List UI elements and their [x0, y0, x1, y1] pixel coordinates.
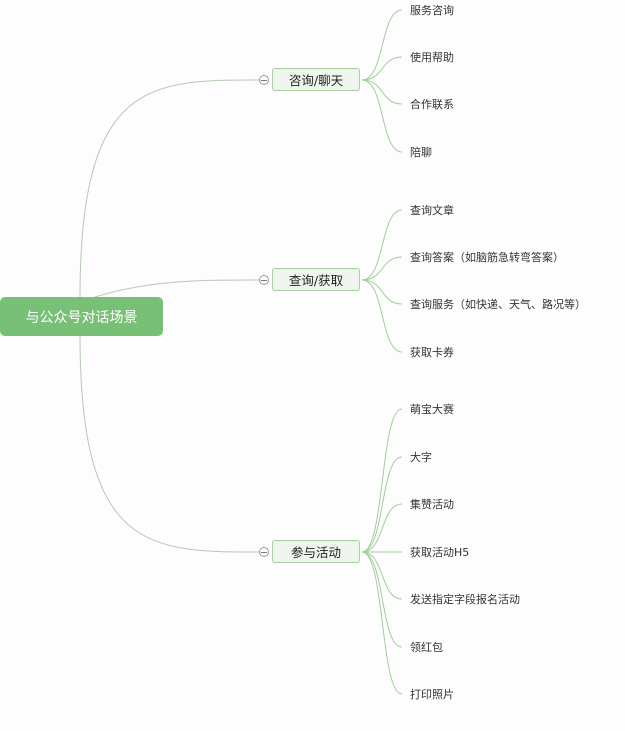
leaf-node[interactable]: 合作联系 [410, 98, 454, 111]
leaf-link [361, 279, 403, 305]
leaf-node[interactable]: 大字 [410, 451, 432, 464]
leaf-link [361, 408, 403, 553]
root-link [79, 335, 260, 553]
root-link [79, 79, 260, 298]
collapse-toggle-icon[interactable] [259, 547, 269, 557]
leaf-node[interactable]: 获取卡券 [410, 346, 454, 359]
leaf-node[interactable]: 打印照片 [410, 688, 454, 701]
leaf-link [361, 79, 403, 153]
leaf-node[interactable]: 查询答案（如脑筋急转弯答案） [410, 251, 564, 264]
leaf-node[interactable]: 发送指定字段报名活动 [410, 593, 520, 606]
root-link [94, 279, 260, 298]
leaf-link [361, 503, 403, 553]
branch-node[interactable]: 查询/获取 [272, 268, 360, 291]
leaf-link [361, 456, 403, 553]
leaf-node[interactable]: 服务咨询 [410, 4, 454, 17]
branch-node[interactable]: 咨询/聊天 [272, 68, 360, 91]
leaf-link [361, 79, 403, 105]
leaf-link [361, 9, 403, 81]
leaf-node[interactable]: 陪聊 [410, 146, 432, 159]
leaf-link [361, 209, 403, 281]
leaf-link [361, 551, 403, 695]
leaf-node[interactable]: 获取活动H5 [410, 546, 470, 559]
leaf-link [361, 279, 403, 353]
leaf-node[interactable]: 集赞活动 [410, 498, 454, 511]
collapse-toggle-icon[interactable] [259, 275, 269, 285]
leaf-link [361, 56, 403, 81]
leaf-link [361, 551, 403, 648]
leaf-node[interactable]: 领红包 [410, 641, 443, 654]
root-node[interactable]: 与公众号对话场景 [0, 297, 163, 336]
branch-node[interactable]: 参与活动 [272, 540, 360, 563]
leaf-node[interactable]: 查询服务（如快递、天气、路况等） [410, 298, 586, 311]
leaf-link [361, 551, 403, 600]
leaf-node[interactable]: 萌宝大赛 [410, 403, 454, 416]
collapse-toggle-icon[interactable] [259, 75, 269, 85]
leaf-node[interactable]: 使用帮助 [410, 51, 454, 64]
leaf-node[interactable]: 查询文章 [410, 204, 454, 217]
leaf-link [361, 256, 403, 281]
